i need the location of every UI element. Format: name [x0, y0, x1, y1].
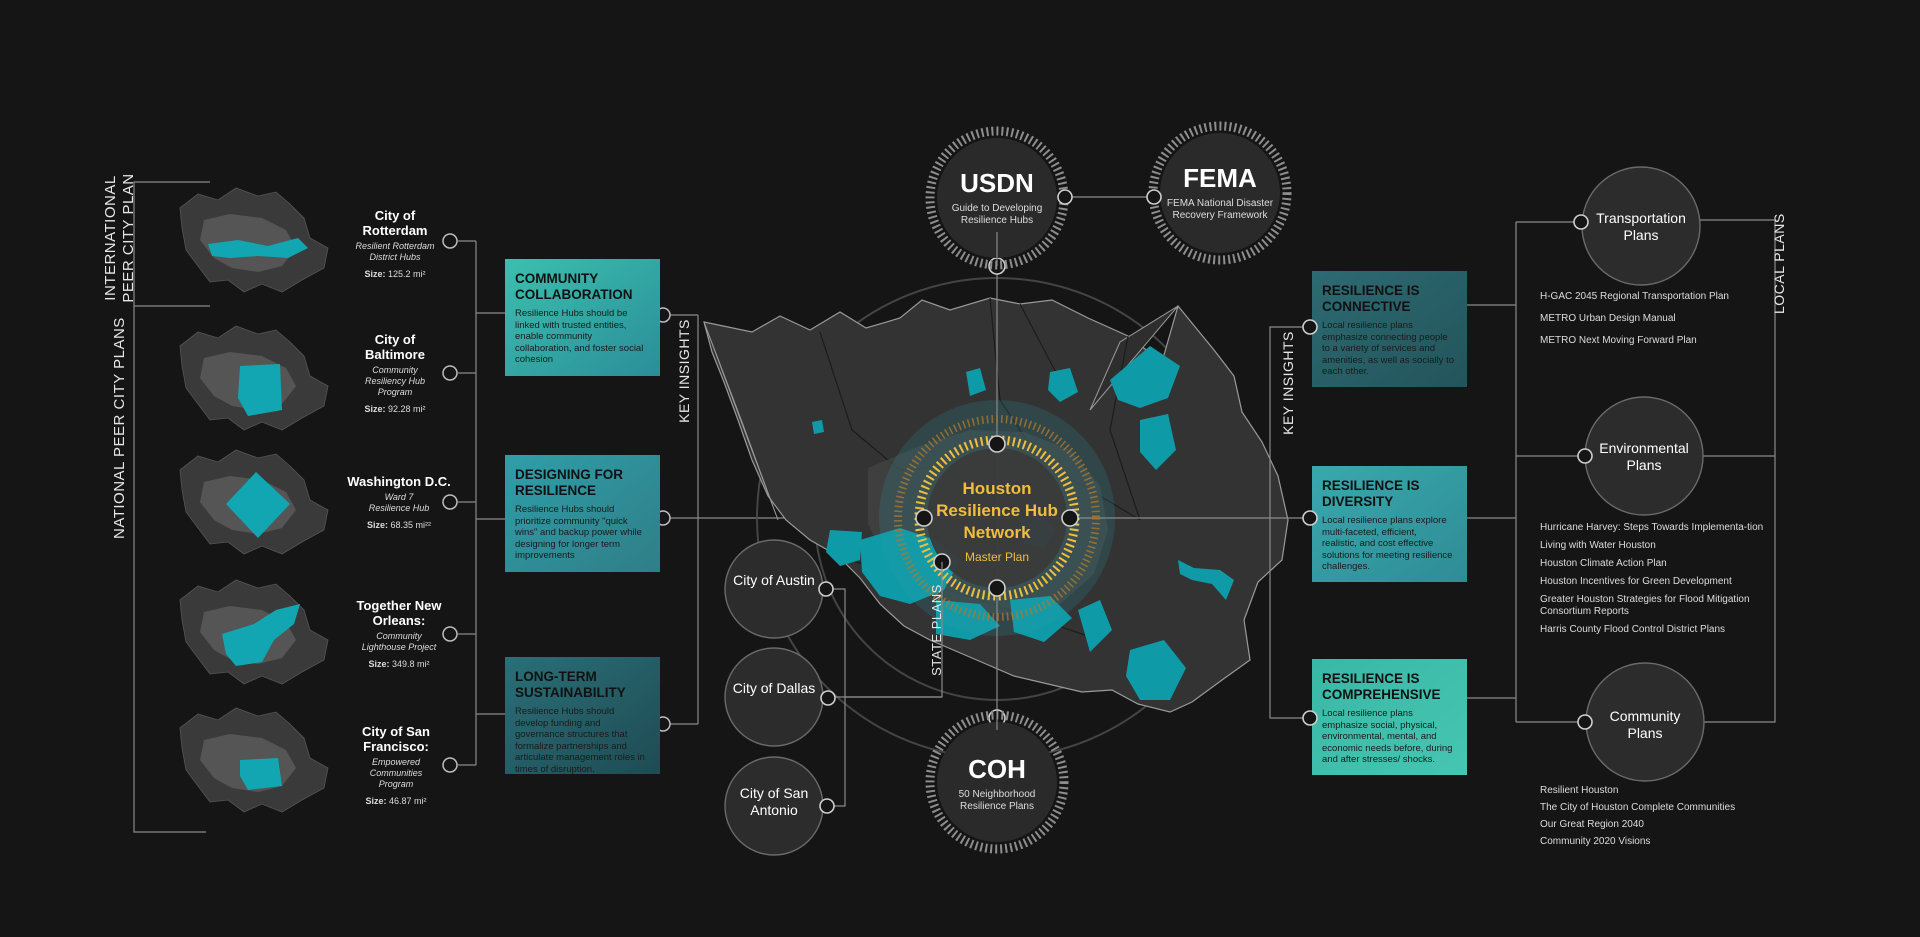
- city-rotterdam: City of Rotterdam Resilient Rotterdam Di…: [325, 208, 465, 279]
- local-plan-environmental: Environmental Plans: [1599, 440, 1689, 473]
- fema-title: FEMA: [1183, 163, 1257, 193]
- city-size: Size: 68.35 mi²²: [366, 520, 432, 530]
- city-new-orleans: Together New Orleans: Community Lighthou…: [329, 598, 469, 669]
- mini-map-baltimore: [179, 325, 329, 431]
- insight-card-resilience-comprehensive: RESILIENCE IS COMPREHENSIVE Local resili…: [1312, 659, 1464, 774]
- city-size: Size: 92.28 mi²: [364, 404, 426, 414]
- list-item: Hurricane Harvey: Steps Towards Implemen…: [1540, 522, 1764, 533]
- network-subtitle: Master Plan: [964, 550, 1030, 564]
- coh-circle: [925, 710, 1069, 854]
- card-bg-designing-for-resilience: [505, 455, 660, 572]
- insight-text: Resilience Hubs should prioritize commun…: [515, 504, 642, 561]
- state-plans-label: STATE PLANS: [929, 584, 944, 676]
- insight-title: LONG-TERM SUSTAINABILITY: [515, 669, 626, 700]
- list-item: Harris County Flood Control District Pla…: [1540, 624, 1726, 635]
- list-item: Living with Water Houston: [1540, 540, 1656, 551]
- left-key-insights-label: KEY INSIGHTS: [676, 319, 692, 423]
- list-item: H-GAC 2045 Regional Transportation Plan: [1540, 291, 1729, 302]
- environmental-plan-list: Hurricane Harvey: Steps Towards Implemen…: [1540, 522, 1775, 642]
- network-title: Houston Resilience Hub Network: [936, 479, 1058, 542]
- state-plan-connectors: [828, 562, 943, 807]
- card-bg-community-collaboration: [505, 259, 660, 376]
- list-item: Houston Climate Action Plan: [1540, 558, 1667, 569]
- insight-text: Local resilience plans emphasize connect…: [1322, 320, 1454, 377]
- list-item: METRO Urban Design Manual: [1540, 313, 1676, 324]
- city-program: Resilient Rotterdam District Hubs: [355, 241, 435, 262]
- insight-card-designing-for-resilience: DESIGNING FOR RESILIENCE Resilience Hubs…: [505, 455, 657, 570]
- coh-subtitle: 50 Neighborhood Resilience Plans: [958, 789, 1036, 812]
- city-size: Size: 125.2 mi²: [364, 269, 426, 279]
- coh-label: COH 50 Neighborhood Resilience Plans: [937, 754, 1057, 813]
- card-bg-resilience-is-connective: [1312, 271, 1467, 387]
- state-city-san-antonio: City of San Antonio: [739, 785, 809, 818]
- fema-subtitle: FEMA National Disaster Recovery Framewor…: [1166, 198, 1274, 221]
- insight-text: Local resilience plans emphasize social,…: [1322, 708, 1453, 765]
- usdn-label: USDN Guide to Developing Resilience Hubs: [937, 168, 1057, 227]
- international-peer-city-label: INTERNATIONAL PEER CITY PLAN: [102, 173, 137, 303]
- state-city-austin: City of Austin: [733, 572, 815, 588]
- local-plan-community: Community Plans: [1609, 708, 1681, 741]
- insight-card-resilience-connective: RESILIENCE IS CONNECTIVE Local resilienc…: [1312, 271, 1464, 386]
- local-plan-circles: [1573, 166, 1705, 782]
- city-program: Empowered Communities Program: [369, 757, 423, 789]
- insight-card-community-collaboration: COMMUNITY COLLABORATION Resilience Hubs …: [505, 259, 657, 374]
- list-item: METRO Next Moving Forward Plan: [1540, 335, 1697, 346]
- insight-title: RESILIENCE IS COMPREHENSIVE: [1322, 671, 1441, 702]
- city-washington: Washington D.C. Ward 7 Resilience Hub Si…: [329, 474, 469, 530]
- city-name: City of San Francisco:: [362, 724, 430, 754]
- mini-map-san-francisco: [179, 707, 329, 813]
- list-item: The City of Houston Complete Communities: [1540, 802, 1736, 813]
- city-program: Community Resiliency Hub Program: [364, 365, 426, 397]
- usdn-subtitle: Guide to Developing Resilience Hubs: [951, 203, 1043, 226]
- city-name: City of Baltimore: [365, 332, 425, 362]
- city-name: City of Rotterdam: [362, 208, 428, 238]
- city-program: Community Lighthouse Project: [361, 631, 437, 652]
- network-center-label: Houston Resilience Hub Network Master Pl…: [922, 478, 1072, 564]
- insight-title: COMMUNITY COLLABORATION: [515, 271, 633, 302]
- insight-card-long-term-sustainability: LONG-TERM SUSTAINABILITY Resilience Hubs…: [505, 657, 657, 783]
- local-plan-transportation: Transportation Plans: [1596, 210, 1686, 243]
- left-brackets: [133, 181, 924, 833]
- city-name: Washington D.C.: [347, 474, 451, 489]
- right-key-insights-label: KEY INSIGHTS: [1280, 331, 1296, 435]
- list-item: Community 2020 Visions: [1540, 836, 1651, 847]
- insight-text: Resilience Hubs should develop funding a…: [515, 706, 645, 775]
- card-bg-long-term-sustainability: [505, 657, 660, 774]
- insight-text: Local resilience plans explore multi-fac…: [1322, 515, 1453, 572]
- houston-region-map: [703, 257, 1290, 759]
- card-bg-resilience-is-comprehensive: [1312, 659, 1467, 775]
- city-size: Size: 349.8 mi²: [368, 659, 430, 669]
- list-item: Our Great Region 2040: [1540, 819, 1644, 830]
- list-item: Houston Incentives for Green Development: [1540, 576, 1732, 587]
- city-size: Size: 46.87 mi²: [365, 796, 427, 806]
- list-item: Greater Houston Strategies for Flood Mit…: [1540, 594, 1750, 617]
- insight-title: DESIGNING FOR RESILIENCE: [515, 467, 624, 498]
- local-plans-label: LOCAL PLANS: [1771, 213, 1787, 314]
- city-program: Ward 7 Resilience Hub: [368, 492, 430, 513]
- city-name: Together New Orleans:: [356, 598, 442, 628]
- mini-map-rotterdam: [179, 187, 329, 293]
- insight-text: Resilience Hubs should be linked with tr…: [515, 308, 644, 365]
- card-bg-resilience-is-diversity: [1312, 466, 1467, 582]
- insight-title: RESILIENCE IS DIVERSITY: [1322, 478, 1420, 509]
- usdn-title: USDN: [960, 168, 1034, 198]
- insight-card-resilience-diversity: RESILIENCE IS DIVERSITY Local resilience…: [1312, 466, 1464, 581]
- coh-title: COH: [968, 754, 1026, 784]
- city-baltimore: City of Baltimore Community Resiliency H…: [325, 332, 465, 414]
- list-item: Resilient Houston: [1540, 785, 1619, 796]
- state-city-dallas: City of Dallas: [732, 680, 816, 696]
- fema-label: FEMA FEMA National Disaster Recovery Fra…: [1150, 163, 1290, 222]
- mini-map-new-orleans: [179, 579, 329, 685]
- right-connector-nodes: [1302, 319, 1318, 726]
- city-san-francisco: City of San Francisco: Empowered Communi…: [326, 724, 466, 806]
- mini-map-washington: [179, 449, 329, 555]
- right-connectors: [1269, 219, 1776, 723]
- transportation-plan-list: H-GAC 2045 Regional Transportation Plan …: [1540, 291, 1780, 353]
- national-peer-city-label: NATIONAL PEER CITY PLANS: [111, 317, 128, 539]
- community-plan-list: Resilient Houston The City of Houston Co…: [1540, 785, 1780, 853]
- state-plan-circles: [724, 539, 836, 856]
- insight-title: RESILIENCE IS CONNECTIVE: [1322, 283, 1420, 314]
